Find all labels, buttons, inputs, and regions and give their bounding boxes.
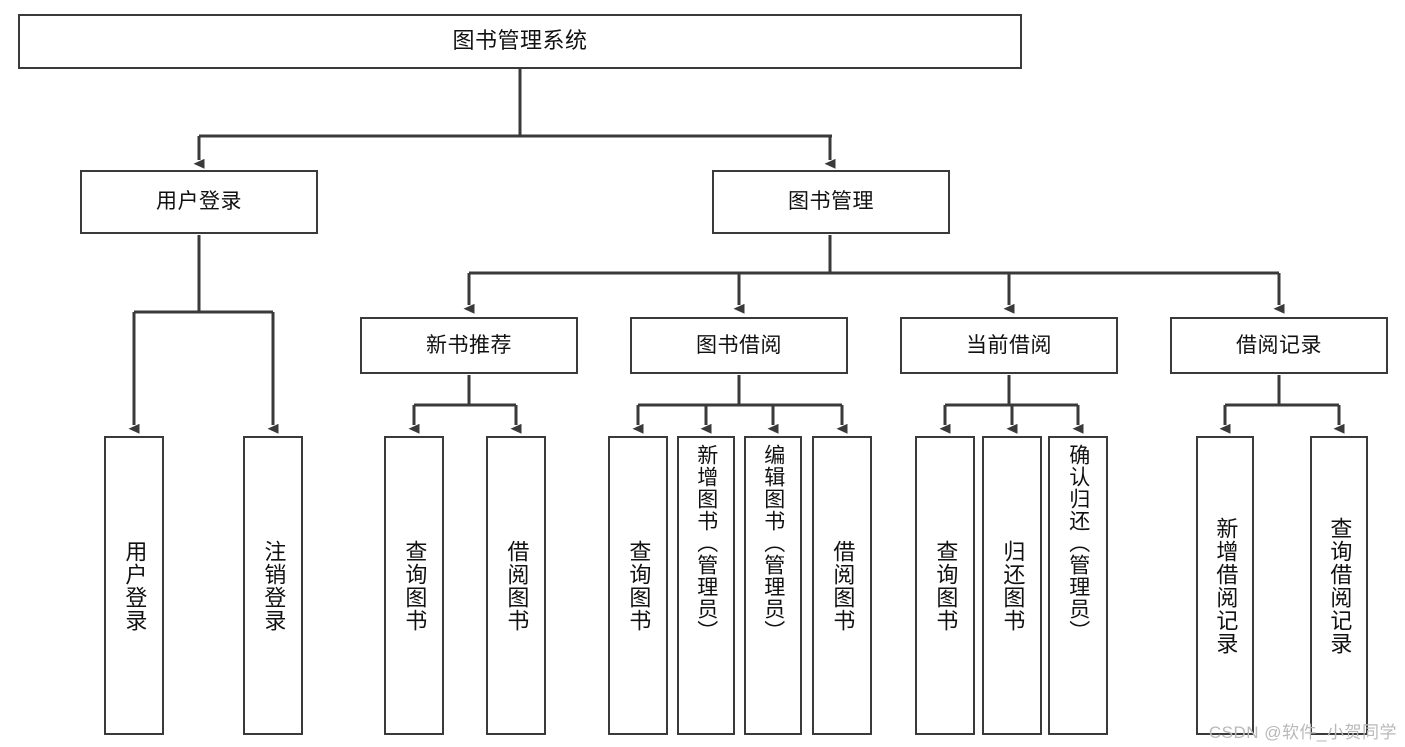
node-user-login[interactable]: 用户登录	[80, 170, 318, 234]
node-leaf-borrow-query[interactable]: 查询图书	[608, 436, 668, 735]
node-root-label: 图书管理系统	[452, 28, 588, 54]
node-leaf-cur-return[interactable]: 归还图书	[982, 436, 1042, 735]
node-leaf-cur-confirm[interactable]: 确认归还（管理员）	[1048, 436, 1108, 735]
node-leaf-cur-confirm-label: 确认归还（管理员）	[1066, 444, 1090, 642]
node-user-login-label: 用户登录	[156, 190, 242, 214]
node-leaf-user-logout-label: 注销登录	[261, 539, 287, 632]
node-leaf-user-login-label: 用户登录	[122, 539, 148, 632]
node-leaf-borrow-take[interactable]: 借阅图书	[812, 436, 872, 735]
node-book-borrow[interactable]: 图书借阅	[630, 317, 848, 374]
node-leaf-borrow-add[interactable]: 新增图书（管理员）	[677, 436, 735, 735]
node-root[interactable]: 图书管理系统	[18, 14, 1022, 69]
node-new-book-rec[interactable]: 新书推荐	[360, 317, 578, 374]
watermark-text: CSDN @软件_小贺同学	[1208, 723, 1397, 742]
node-leaf-rec-query2[interactable]: 查询借阅记录	[1310, 436, 1368, 735]
node-leaf-user-logout[interactable]: 注销登录	[243, 436, 303, 735]
node-borrow-record-label: 借阅记录	[1236, 333, 1322, 357]
node-new-book-rec-label: 新书推荐	[426, 333, 512, 357]
node-leaf-user-login[interactable]: 用户登录	[104, 436, 164, 735]
node-leaf-borrow-edit-label: 编辑图书（管理员）	[761, 444, 785, 642]
node-leaf-rec-add-label: 新增借阅记录	[1213, 516, 1239, 655]
node-leaf-borrow-take-label: 借阅图书	[830, 539, 856, 632]
node-leaf-cur-query-label: 查询图书	[933, 539, 959, 632]
node-current-borrow[interactable]: 当前借阅	[900, 317, 1118, 374]
node-leaf-borrow-edit[interactable]: 编辑图书（管理员）	[744, 436, 802, 735]
node-leaf-borrow-add-label: 新增图书（管理员）	[694, 444, 718, 642]
node-current-borrow-label: 当前借阅	[966, 333, 1052, 357]
node-leaf-cur-return-label: 归还图书	[1000, 539, 1026, 632]
node-book-manage-label: 图书管理	[788, 190, 874, 214]
node-book-borrow-label: 图书借阅	[696, 333, 782, 357]
node-leaf-borrow-query-label: 查询图书	[626, 539, 652, 632]
node-borrow-record[interactable]: 借阅记录	[1170, 317, 1388, 374]
node-leaf-cur-query[interactable]: 查询图书	[915, 436, 975, 735]
node-leaf-rec-borrow[interactable]: 借阅图书	[486, 436, 546, 735]
node-leaf-rec-query-label: 查询图书	[402, 539, 428, 632]
node-leaf-rec-borrow-label: 借阅图书	[504, 539, 530, 632]
node-leaf-rec-query2-label: 查询借阅记录	[1327, 516, 1353, 655]
node-leaf-rec-add[interactable]: 新增借阅记录	[1196, 436, 1254, 735]
node-leaf-rec-query[interactable]: 查询图书	[384, 436, 444, 735]
node-book-manage[interactable]: 图书管理	[712, 170, 950, 234]
